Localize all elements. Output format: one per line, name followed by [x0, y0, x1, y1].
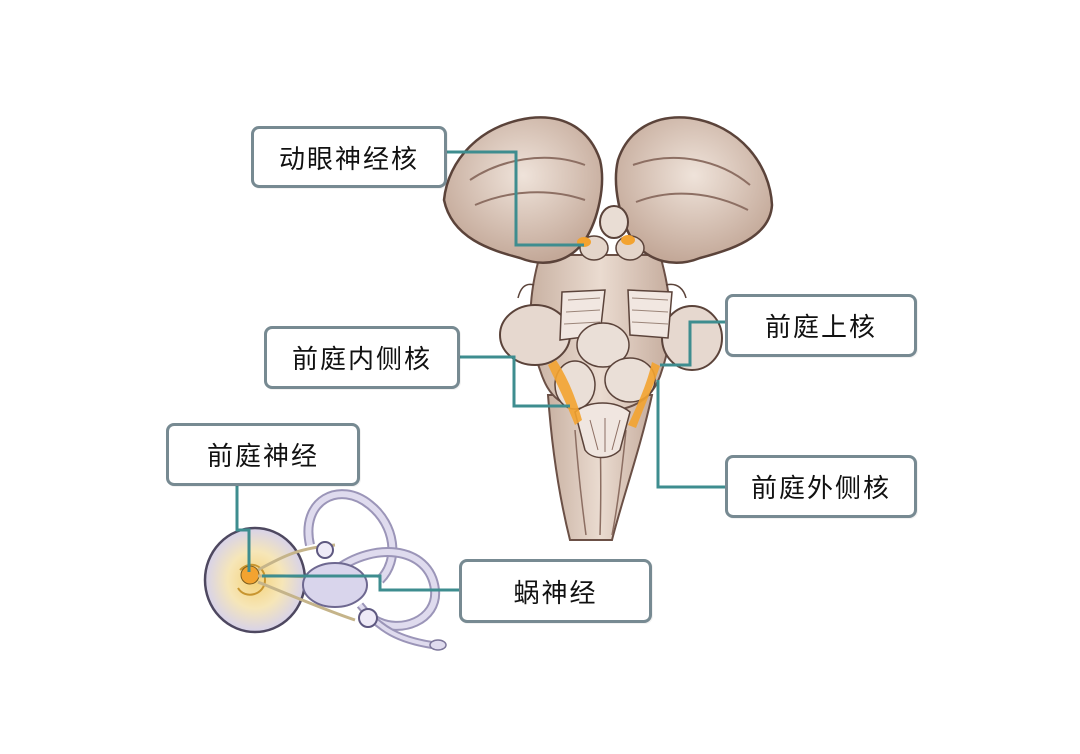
label-oculomotor-nucleus: 动眼神经核 — [251, 126, 447, 188]
label-vestibular-medial-nucleus: 前庭内侧核 — [264, 326, 460, 389]
right-hemisphere-lobe — [614, 116, 774, 264]
leader-lateral — [656, 380, 725, 489]
leader-oculomotor — [447, 150, 584, 247]
leader-medial — [460, 355, 570, 408]
vestibule — [302, 562, 368, 608]
leader-lines — [235, 150, 725, 592]
label-vestibular-superior-nucleus: 前庭上核 — [725, 294, 917, 357]
inner-ear — [203, 489, 447, 651]
right-peduncle — [661, 305, 723, 371]
leader-cochlear — [262, 574, 459, 592]
label-vestibular-lateral-nucleus: 前庭外侧核 — [725, 455, 917, 518]
label-vestibular-nerve: 前庭神经 — [166, 423, 360, 486]
label-cochlear-nerve: 蜗神经 — [459, 559, 652, 623]
leader-superior — [660, 320, 725, 367]
vestibular-nucleus-highlight — [548, 360, 660, 428]
brainstem — [442, 116, 774, 541]
leader-vestibular-nerve — [235, 486, 251, 572]
left-hemisphere-lobe — [442, 116, 604, 264]
